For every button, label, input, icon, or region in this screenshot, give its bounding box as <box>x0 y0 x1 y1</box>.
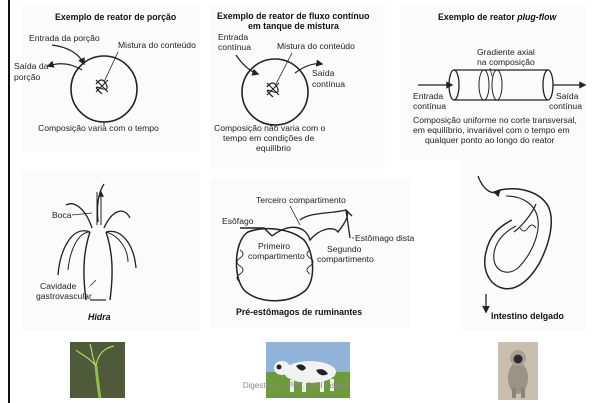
hydra-flow-arrows <box>97 192 101 225</box>
hydra-inner-tentacles <box>67 231 129 271</box>
cstr-caption-1: Composição não varia com o <box>214 123 326 133</box>
ruminant-diagram: Terceiro compartimento Esôfago Estômago … <box>222 195 414 317</box>
cstr-title-1: Exemplo de reator de fluxo contínuo <box>217 11 370 21</box>
pfr-caption-3: qualquer ponto ao longo do reator <box>425 135 555 145</box>
pfr-caption-2: em equilíbrio, invariável com o tempo em <box>413 125 570 135</box>
cstr-outlet-label-2: contínua <box>312 79 345 89</box>
monkey-photo <box>498 342 538 400</box>
panel-intestine <box>460 160 586 330</box>
ruminant-first-label-1: Primeiro <box>258 241 290 251</box>
ruminant-stomach-label: Estômago dista <box>355 233 414 243</box>
batch-caption: Composição varia com o tempo <box>38 123 159 133</box>
batch-inlet-arrow <box>51 44 85 66</box>
intestine-name: Intestino delgado <box>491 311 564 321</box>
cstr-impeller-icon <box>266 82 280 96</box>
batch-outlet-label-2: porção <box>14 72 40 82</box>
pfr-title: Exemplo de reator plug-flow <box>438 12 557 22</box>
ruminant-esophagus <box>240 227 273 237</box>
hydra-cavity-pointer <box>89 279 97 287</box>
panel-pfr <box>400 4 586 159</box>
pfr-section-1 <box>478 69 490 101</box>
intestine-outer-loop <box>484 188 552 290</box>
intestine-villi <box>519 224 537 232</box>
batch-impeller-icon <box>95 79 109 93</box>
pfr-inlet-label-1: Entrada <box>413 91 443 101</box>
batch-outlet-arrow <box>46 60 83 71</box>
pfr-tube <box>454 69 548 101</box>
hydra-photo <box>70 342 125 398</box>
pfr-inlet-label-2: contínua <box>413 101 446 111</box>
pfr-outlet-label-2: contínua <box>549 101 582 111</box>
pfr-gradient-label-1: Gradiente axial <box>477 47 535 57</box>
cstr-outlet-arrow <box>294 59 324 74</box>
ruminant-third-pointer <box>289 205 301 226</box>
ruminant-first-label-2: compartimento <box>248 251 305 261</box>
ruminant-second-label-2: compartimento <box>317 254 374 264</box>
batch-stirrer-icon <box>95 79 108 95</box>
pfr-caption-1: Composição uniforme no corte transversal… <box>413 115 577 125</box>
ruminant-first-compartment <box>235 227 314 302</box>
intestine-inner-loop <box>493 195 539 273</box>
batch-reactor: Exemplo de reator de porção Entrada da p… <box>14 12 196 133</box>
hydra-mouth-label: Boca <box>52 210 72 220</box>
pfr-section-2 <box>491 69 503 101</box>
ruminant-name: Pré-estômagos de ruminantes <box>236 307 362 317</box>
left-border <box>8 0 10 403</box>
cstr-mix-label: Mistura do conteúdo <box>277 41 355 51</box>
panel-cstr <box>210 4 385 169</box>
cstr-outlet-label-1: Saída <box>312 68 335 78</box>
hydra-diagram: Boca Cavidade gastrovascular Hidra <box>36 183 137 322</box>
hydra-mouth-pointer <box>71 212 93 216</box>
pfr-outlet-label-1: Saída <box>556 91 579 101</box>
ruminant-third-label: Terceiro compartimento <box>256 195 346 205</box>
batch-title: Exemplo de reator de porção <box>55 12 177 22</box>
hydra-body <box>83 231 113 301</box>
ruminant-rumen-folds <box>236 249 314 283</box>
intestine-diagram: Intestino delgado <box>477 175 564 321</box>
footer-credit: Digestório – Prof. Ariel Ihsdorf <box>242 381 350 390</box>
pfr-gradient-pointer <box>489 67 493 77</box>
pfr-gradient-label-2: na composição <box>477 57 535 67</box>
pfr-tube-outlet-end <box>542 69 554 101</box>
batch-outlet-label-1: Saída da <box>14 61 49 71</box>
cstr-reactor: Exemplo de reator de fluxo contínuo em t… <box>214 11 370 153</box>
intestine-coil <box>513 203 537 233</box>
intestine-entry-arrow <box>477 175 502 198</box>
batch-mix-pointer <box>103 51 119 83</box>
cstr-inlet-label-2: contínua <box>218 42 251 52</box>
cstr-stirrer-icon <box>266 82 279 98</box>
ruminant-distal-stomach <box>345 209 351 239</box>
ruminant-second-compartment <box>271 209 349 242</box>
batch-inlet-label: Entrada da porção <box>29 33 100 43</box>
pfr-reactor: Exemplo de reator plug-flow Gradiente ax… <box>413 12 587 145</box>
hydra-cavity-label-2: gastrovascular <box>36 291 92 301</box>
ruminant-esophagus-label: Esôfago <box>222 216 254 226</box>
batch-mix-label: Mistura do conteúdo <box>118 40 196 50</box>
cow-photo <box>266 342 350 398</box>
cstr-caption-2: tempo em condições de <box>223 133 314 143</box>
cstr-inlet-label-1: Entrada <box>218 32 248 42</box>
hydra-cavity-label-1: Cavidade <box>40 281 77 291</box>
cstr-inlet-arrow <box>235 54 260 76</box>
ruminant-second-label-1: Segundo <box>327 244 362 254</box>
ruminant-third-compartment <box>299 209 353 221</box>
cstr-caption-3: equilíbrio <box>256 143 291 153</box>
hydra-name: Hidra <box>88 312 111 322</box>
cstr-mix-pointer <box>275 52 293 85</box>
cstr-title-2: em tanque de mistura <box>248 21 339 31</box>
panel-batch <box>22 4 200 152</box>
